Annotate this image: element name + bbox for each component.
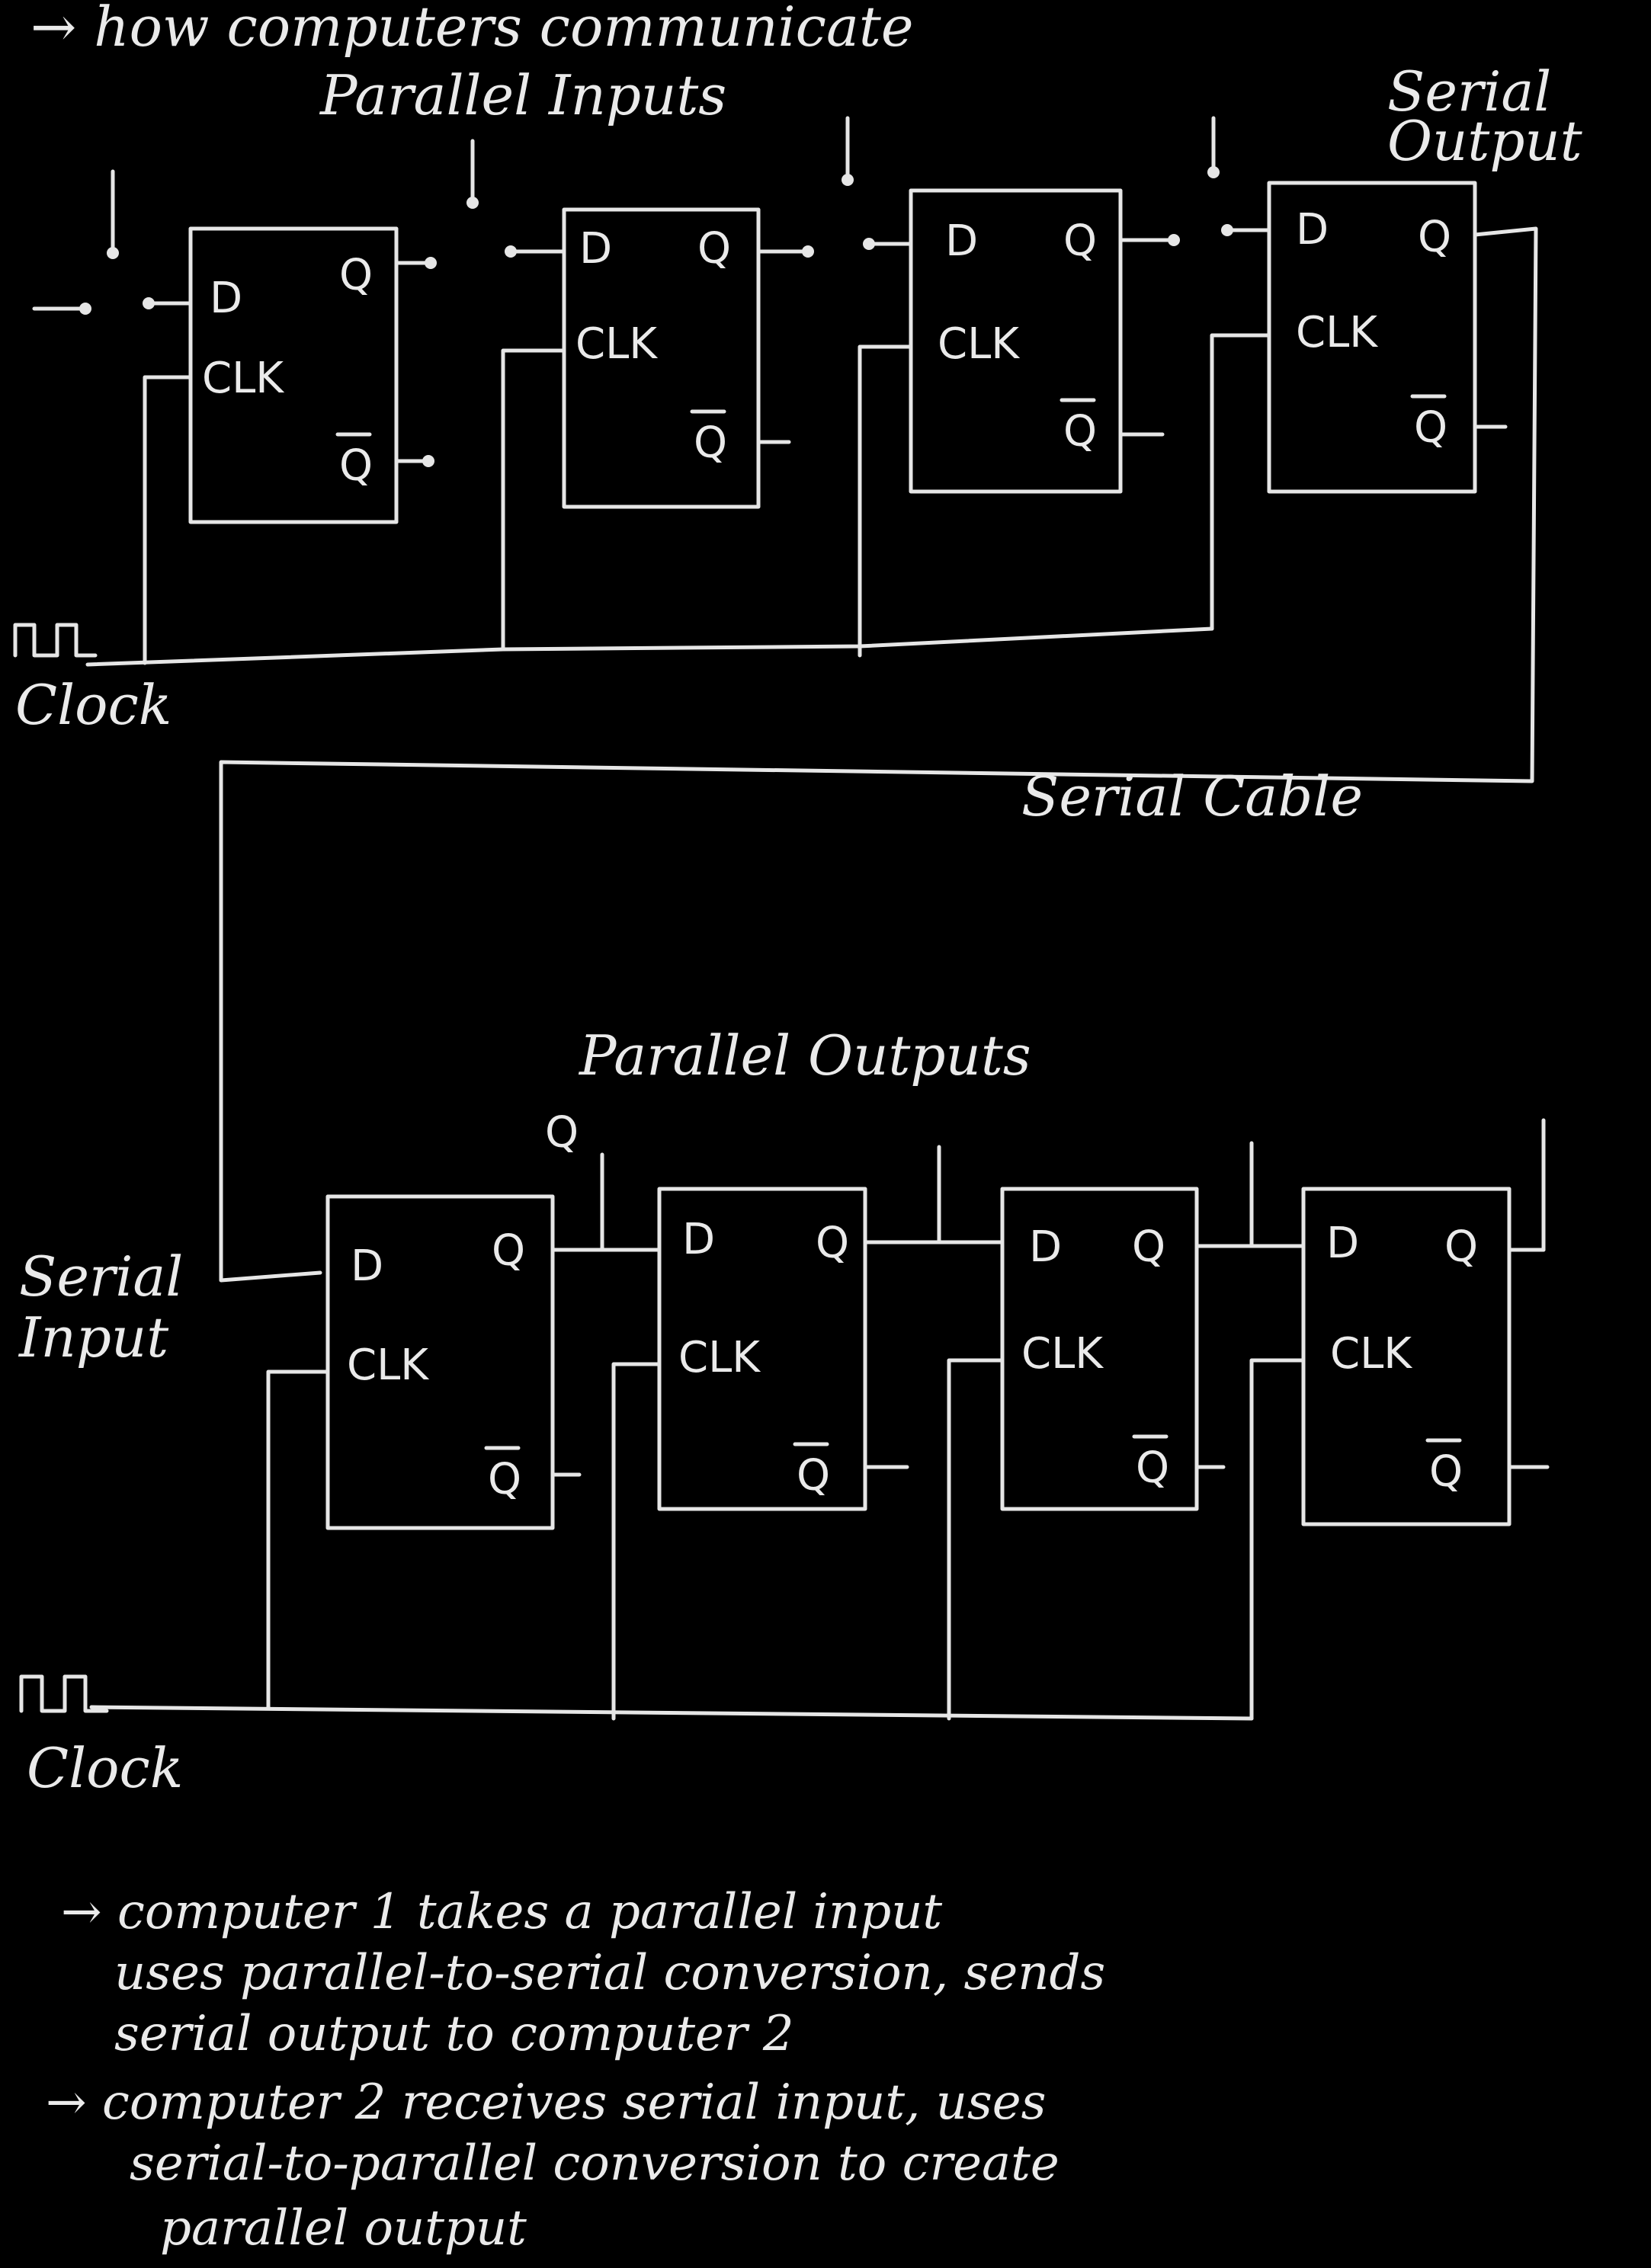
bff4-d-label: D [1326, 1219, 1359, 1268]
ff1-qbar-label: Q [339, 441, 373, 491]
ff2-qbar-label: Q [694, 418, 727, 468]
ff1-q-label: Q [339, 251, 373, 300]
serial-input-label-line1: Serial [19, 1245, 183, 1309]
ff3-clk-label: CLK [938, 319, 1020, 369]
bff2-d-label: D [682, 1215, 715, 1264]
top-flipflop-2 [562, 207, 761, 509]
bff1-qbar-label: Q [488, 1455, 521, 1504]
bottom-clock-label: Clock [27, 1736, 183, 1800]
page-title: → how computers communicate [30, 0, 913, 59]
top-register [32, 116, 1538, 1283]
note-line-3: serial output to computer 2 [114, 2006, 794, 2062]
ff3-qbar-label: Q [1063, 407, 1097, 456]
ff2-d-label: D [579, 224, 612, 274]
top-clock-label: Clock [15, 673, 172, 737]
bff2-clk-label: CLK [678, 1333, 761, 1382]
note-line-2: uses parallel-to-serial conversion, send… [114, 1945, 1105, 2001]
bff3-clk-label: CLK [1021, 1329, 1104, 1379]
note-line-6: parallel output [160, 2200, 527, 2257]
bottom-flipflop-1 [325, 1194, 555, 1530]
note-line-4: → computer 2 receives serial input, uses [46, 2074, 1047, 2131]
ff2-q-label: Q [697, 224, 731, 274]
bottom-pin-labels: D Q CLK Q D Q CLK Q D Q CLK Q D Q CLK Q [347, 1215, 1478, 1504]
parallel-inputs-heading: Parallel Inputs [319, 63, 726, 127]
explanation-notes: → computer 1 takes a parallel input uses… [46, 1884, 1105, 2257]
ff3-q-label: Q [1063, 216, 1097, 266]
bottom-clock-icon [19, 1674, 109, 1713]
bff1-clk-label: CLK [347, 1341, 429, 1390]
bottom-flipflop-4 [1301, 1187, 1512, 1526]
ff4-clk-label: CLK [1296, 308, 1378, 357]
bottom-q-label: Q [545, 1108, 579, 1158]
bottom-register [89, 1118, 1550, 1721]
note-line-1: → computer 1 takes a parallel input [61, 1884, 942, 1940]
ff1-d-label: D [210, 274, 242, 323]
bff3-d-label: D [1029, 1222, 1062, 1272]
top-flipflop-3 [909, 188, 1123, 494]
ff4-q-label: Q [1418, 213, 1451, 262]
bff3-q-label: Q [1132, 1222, 1165, 1272]
note-line-5: serial-to-parallel conversion to create [130, 2135, 1060, 2192]
bff3-qbar-label: Q [1136, 1443, 1169, 1493]
ff4-d-label: D [1296, 205, 1329, 255]
serial-cable-label: Serial Cable [1021, 764, 1363, 828]
ff4-qbar-label: Q [1414, 403, 1447, 453]
bff4-qbar-label: Q [1429, 1447, 1463, 1497]
bff1-d-label: D [351, 1241, 383, 1291]
serial-output-label-line1: Serial [1387, 59, 1551, 123]
ff2-clk-label: CLK [575, 319, 658, 369]
top-clock-icon [13, 623, 98, 658]
bottom-flipflop-3 [1000, 1187, 1199, 1511]
parallel-outputs-heading: Parallel Outputs [578, 1023, 1031, 1088]
serial-output-label-line2: Output [1387, 109, 1583, 173]
bottom-flipflop-2 [657, 1187, 867, 1511]
bff1-q-label: Q [492, 1226, 525, 1276]
top-pin-labels: D Q CLK Q D Q CLK Q D Q CLK Q D Q CLK Q [202, 205, 1451, 491]
ff3-d-label: D [945, 216, 978, 266]
bff2-q-label: Q [816, 1219, 849, 1268]
serial-input-label-line2: Input [18, 1305, 169, 1369]
ff1-clk-label: CLK [202, 354, 284, 403]
bff4-q-label: Q [1444, 1222, 1478, 1272]
bff2-qbar-label: Q [797, 1451, 830, 1501]
bff4-clk-label: CLK [1330, 1329, 1412, 1379]
